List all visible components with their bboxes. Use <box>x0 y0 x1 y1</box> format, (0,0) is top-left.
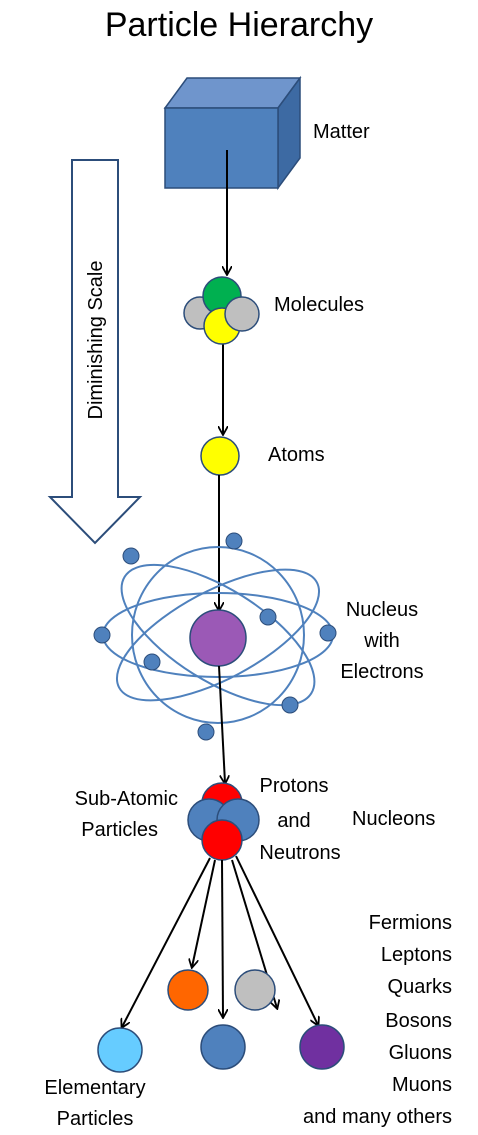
matter-cube <box>163 75 302 191</box>
atom-circle <box>200 436 240 476</box>
label-nucleus-line2: with <box>364 630 400 652</box>
label-molecules: Molecules <box>274 294 365 316</box>
particle-type-item: and many others <box>303 1106 452 1128</box>
particle-type-item: Quarks <box>387 976 452 998</box>
electron-dot <box>319 624 337 642</box>
nucleus-with-electrons <box>93 532 337 741</box>
diagram-title: Particle Hierarchy <box>104 6 374 44</box>
label-neutrons: Neutrons <box>259 842 341 864</box>
particle-type-item: Muons <box>391 1074 452 1096</box>
arrow-nucleus-nucleons <box>218 665 225 783</box>
label-nucleus-line3: Electrons <box>340 661 424 683</box>
electron-dot <box>93 626 111 644</box>
molecule-cluster <box>183 276 260 345</box>
label-nucleons: Nucleons <box>352 808 436 830</box>
electron-dot <box>143 653 161 671</box>
label-and: and <box>277 810 311 832</box>
label-matter: Matter <box>313 121 370 143</box>
particle-type-item: Gluons <box>388 1042 452 1064</box>
particle-type-item: Bosons <box>385 1010 452 1032</box>
diminishing-scale-label: Diminishing Scale <box>85 261 107 420</box>
electron-dot <box>281 696 299 714</box>
particle-type-item: Leptons <box>380 944 452 966</box>
nucleon-cluster <box>187 782 260 861</box>
electron-dot <box>225 532 243 550</box>
electron-dot <box>259 608 277 626</box>
elementary-particles <box>97 969 345 1073</box>
elementary-arrows <box>122 855 318 1027</box>
label-nucleus-line1: Nucleus <box>345 599 419 621</box>
label-subatomic-line1: Sub-Atomic <box>74 788 178 810</box>
label-subatomic-line2: Particles <box>81 819 158 841</box>
label-protons: Protons <box>259 775 329 797</box>
electron-dot <box>122 547 140 565</box>
particle-type-item: Fermions <box>368 912 452 934</box>
electron-dot <box>197 723 215 741</box>
label-elementary-line1: Elementary <box>44 1077 146 1099</box>
label-atoms: Atoms <box>268 444 325 466</box>
diminishing-scale-arrow <box>47 159 143 545</box>
label-elementary-line2: Particles <box>56 1108 134 1130</box>
